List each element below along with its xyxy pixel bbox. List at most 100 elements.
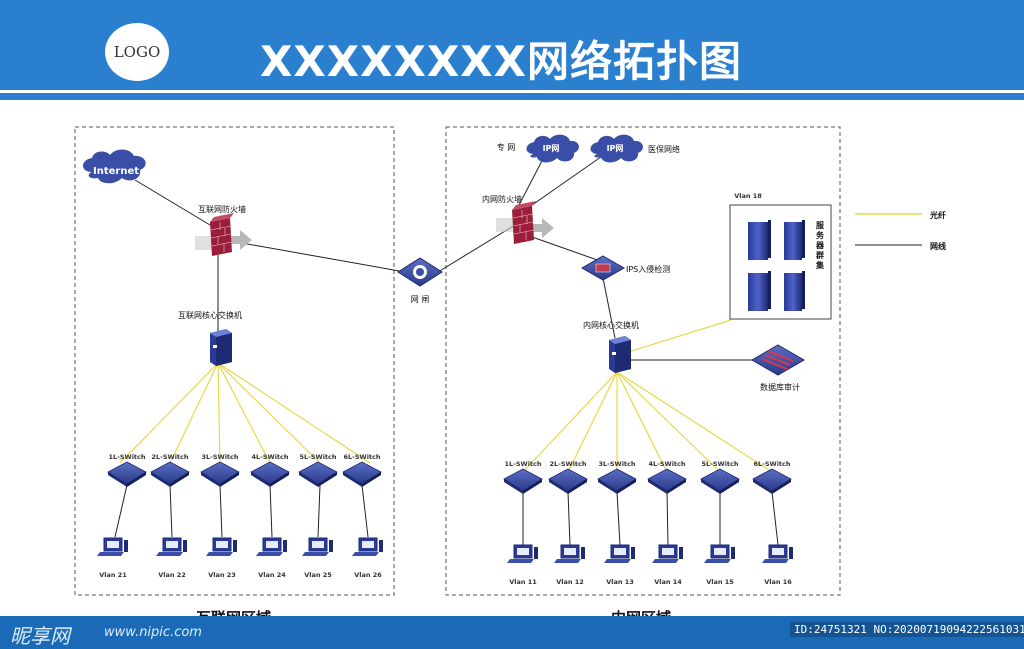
vlan-label: Vlan 14 [654,578,682,586]
access-switch-icon [250,461,290,487]
db-audit-icon [750,344,806,376]
ip-cloud-2-label: IP网 [607,144,624,153]
left-pcs: Vlan 21 Vlan 22 Vlan 23 Vlan 24 Vlan 25 Vlan … [97,537,383,579]
pc-icon [302,537,333,556]
header-divider [0,90,1024,93]
svg-text:器: 器 [815,241,825,250]
svg-text:服: 服 [816,221,825,230]
access-switch-icon [548,468,588,494]
access-switch-label: 3L-SWitch [598,460,635,468]
pc-icon [507,544,538,563]
access-switch-label: 2L-SWitch [151,453,188,461]
server-cluster-icons [748,220,805,311]
access-switch-icon [700,468,740,494]
db-audit-label: 数据库审计 [760,382,800,392]
intranet-core-switch-label: 内网核心交换机 [583,320,639,330]
gateway-icon [397,257,443,287]
pc-icon [604,544,635,563]
access-switch-label: 5L-SWitch [299,453,336,461]
vlan-label: Vlan 21 [99,571,127,579]
private-net-label: 专 网 [497,142,516,152]
page-title: XXXXXXXX网络拓扑图 [260,37,743,86]
left-pc-cables [114,484,369,538]
access-switch-icon [200,461,240,487]
vlan-label: Vlan 11 [509,578,537,586]
server-vlan-label: Vlan 18 [734,192,762,200]
access-switch-icon [752,468,792,494]
left-access-switches: 1L-SWitch 2L-SWitch 3L-SWitch 4L-SWitch 5L-S… [107,453,382,487]
watermark: 昵享网 [10,624,70,648]
image-id-text: ID:24751321 NO:20200719094222561031 [790,622,1024,637]
access-switch-label: 3L-SWitch [201,453,238,461]
vlan-label: Vlan 16 [764,578,792,586]
pc-icon [256,537,287,556]
left-fiber-fanout [119,362,371,464]
cable-lines [134,151,760,361]
access-switch-label: 1L-SWitch [504,460,541,468]
vlan-label: Vlan 12 [556,578,584,586]
pc-icon [554,544,585,563]
internet-firewall-icon [195,213,252,256]
vlan-label: Vlan 15 [706,578,734,586]
svg-text:群: 群 [815,250,824,260]
access-switch-label: 1L-SWitch [108,453,145,461]
access-switch-icon [597,468,637,494]
footer-bar [0,616,1024,649]
right-pcs: Vlan 11 Vlan 12 Vlan 13 Vlan 14 Vlan 15 Vlan … [507,544,793,586]
pc-icon [762,544,793,563]
intranet-firewall-label: 内网防火墙 [482,194,522,204]
internet-firewall-label: 互联网防火墙 [198,204,246,214]
ip-cloud-1-label: IP网 [543,144,560,153]
access-switch-label: 4L-SWitch [251,453,288,461]
pc-icon [97,537,128,556]
watermark-url: www.nipic.com [104,625,202,640]
access-switch-icon [503,468,543,494]
ip-cloud-1-icon [526,134,579,163]
right-pc-cables [522,491,779,546]
svg-text:务: 务 [816,230,825,240]
right-fiber-fanout [522,371,773,473]
internet-cloud-icon [83,149,146,184]
fiber-server-link [627,319,732,353]
pc-icon [652,544,683,563]
ip-cloud-2-icon [590,134,643,163]
pc-icon [704,544,735,563]
medical-net-label: 医保网络 [648,144,680,154]
ips-label: IPS入侵检测 [626,264,670,274]
access-switch-icon [107,461,147,487]
access-switch-label: 5L-SWitch [701,460,738,468]
intranet-zone-frame [445,126,841,596]
vlan-label: Vlan 23 [208,571,236,579]
access-switch-icon [150,461,190,487]
logo: LOGO [105,23,169,81]
internet-zone-frame [74,126,395,596]
header-bar [0,0,1024,100]
access-switch-icon [298,461,338,487]
internet-cloud-label: Internet [93,166,139,177]
svg-text:集: 集 [815,260,825,270]
legend-cable-label: 网线 [930,241,946,251]
intranet-firewall-icon [496,201,554,244]
right-access-switches: 1L-SWitch 2L-SWitch 3L-SWitch 4L-SWitch 5L-S… [503,460,792,494]
vlan-label: Vlan 24 [258,571,286,579]
access-switch-label: 2L-SWitch [549,460,586,468]
server-cluster-box [729,204,832,320]
access-switch-label: 6L-SWitch [343,453,380,461]
vlan-label: Vlan 26 [354,571,382,579]
access-switch-label: 4L-SWitch [648,460,685,468]
pc-icon [352,537,383,556]
pc-icon [156,537,187,556]
access-switch-icon [647,468,687,494]
internet-core-switch-icon [210,329,232,366]
vlan-label: Vlan 25 [304,571,332,579]
vlan-label: Vlan 22 [158,571,186,579]
access-switch-icon [342,461,382,487]
pc-icon [206,537,237,556]
gateway-label: 网 闸 [411,295,430,304]
vlan-label: Vlan 13 [606,578,634,586]
intranet-core-switch-icon [609,336,631,373]
legend-fiber-label: 光纤 [929,210,946,220]
ips-icon [580,255,626,281]
